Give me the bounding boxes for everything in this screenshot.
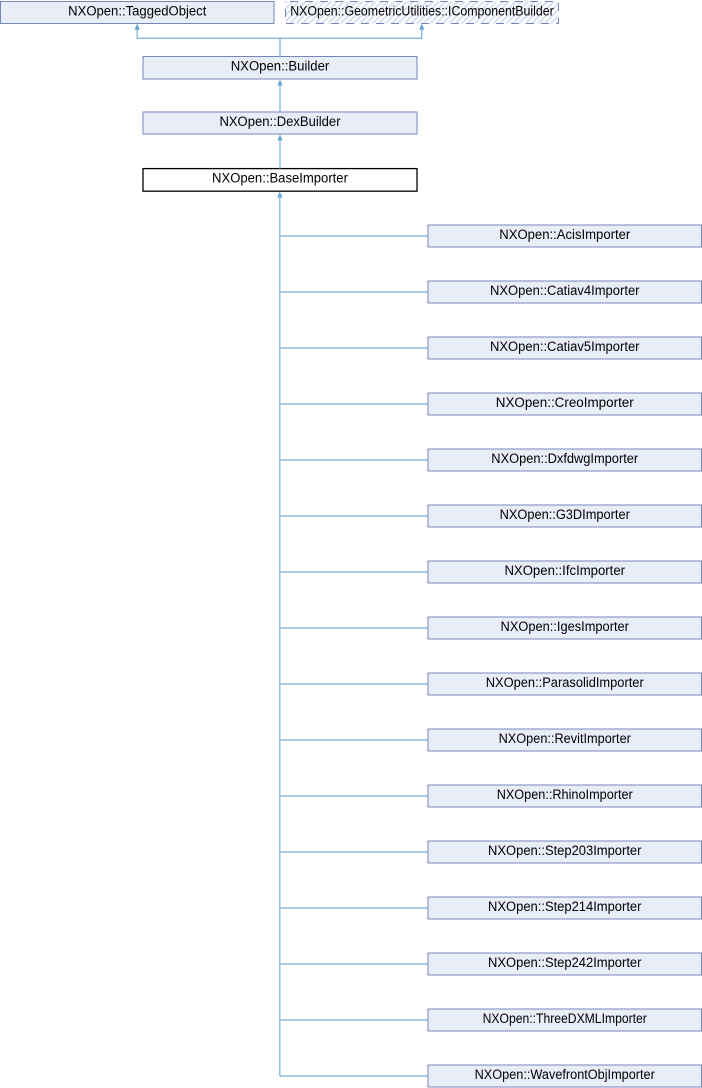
svg-text:NXOpen::RevitImporter: NXOpen::RevitImporter	[499, 731, 632, 746]
svg-text:NXOpen::Step203Importer: NXOpen::Step203Importer	[488, 843, 642, 858]
svg-text:NXOpen::Step242Importer: NXOpen::Step242Importer	[488, 955, 642, 970]
svg-text:NXOpen::DxfdwgImporter: NXOpen::DxfdwgImporter	[491, 451, 638, 466]
svg-text:NXOpen::ThreeDXMLImporter: NXOpen::ThreeDXMLImporter	[483, 1011, 648, 1026]
svg-text:NXOpen::BaseImporter: NXOpen::BaseImporter	[212, 170, 348, 185]
svg-text:NXOpen::Builder: NXOpen::Builder	[231, 58, 330, 73]
svg-text:NXOpen::DexBuilder: NXOpen::DexBuilder	[219, 114, 341, 129]
svg-text:NXOpen::G3DImporter: NXOpen::G3DImporter	[500, 507, 631, 522]
svg-text:NXOpen::WavefrontObjImporter: NXOpen::WavefrontObjImporter	[475, 1067, 656, 1082]
svg-text:NXOpen::AcisImporter: NXOpen::AcisImporter	[499, 227, 631, 242]
svg-text:NXOpen::ParasolidImporter: NXOpen::ParasolidImporter	[486, 675, 645, 690]
svg-text:NXOpen::Catiav4Importer: NXOpen::Catiav4Importer	[490, 283, 640, 298]
svg-text:NXOpen::TaggedObject: NXOpen::TaggedObject	[68, 3, 206, 18]
svg-text:NXOpen::IgesImporter: NXOpen::IgesImporter	[501, 619, 630, 634]
svg-text:NXOpen::GeometricUtilities::IC: NXOpen::GeometricUtilities::IComponentBu…	[290, 3, 554, 18]
svg-text:NXOpen::IfcImporter: NXOpen::IfcImporter	[504, 563, 625, 578]
svg-text:NXOpen::RhinoImporter: NXOpen::RhinoImporter	[497, 787, 634, 802]
svg-text:NXOpen::CreoImporter: NXOpen::CreoImporter	[496, 395, 635, 410]
svg-text:NXOpen::Step214Importer: NXOpen::Step214Importer	[488, 899, 642, 914]
svg-text:NXOpen::Catiav5Importer: NXOpen::Catiav5Importer	[490, 339, 640, 354]
